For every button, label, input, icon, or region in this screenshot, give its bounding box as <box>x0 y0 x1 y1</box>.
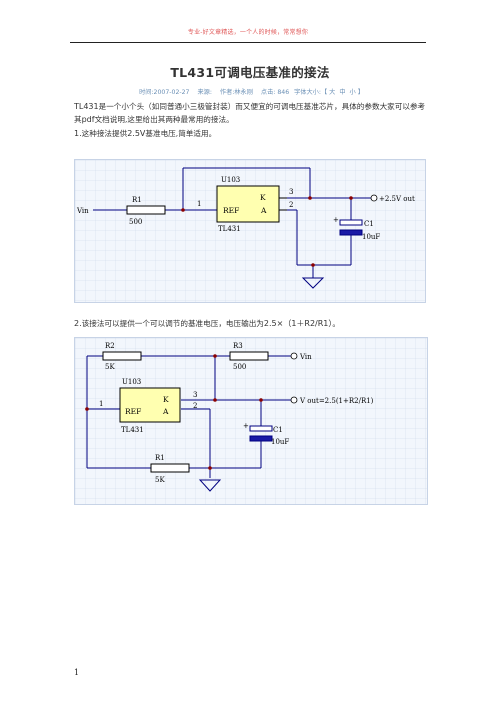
pin-a-label: A <box>162 407 169 416</box>
vin-label: Vin <box>299 353 312 361</box>
section-text: 。 <box>332 319 340 328</box>
pin-k-label: K <box>163 395 169 404</box>
page-number: 1 <box>74 668 80 677</box>
pin-2-label: 2 <box>289 201 293 209</box>
intro-part: 文档说明,这里给出其两种最常用的接法。 <box>94 115 234 124</box>
resistor-r2 <box>102 351 142 361</box>
output-terminal <box>370 194 378 202</box>
vin-terminal <box>290 352 298 360</box>
section-formula: 2.5×（1＋R2/R1） <box>263 319 333 328</box>
pin-2-label: 2 <box>193 402 197 410</box>
cap-name: C1 <box>273 426 283 434</box>
article: TL431可调电压基准的接法 时间:2007-02-27 来源: 作者:林永刚 … <box>74 62 426 140</box>
ground-icon <box>301 277 325 289</box>
vin-label: Vin <box>76 207 89 215</box>
pin-ref-label: REF <box>125 407 141 416</box>
section-text: 基准电压,简单适用。 <box>145 129 217 138</box>
r2-name: R2 <box>105 342 115 350</box>
output-label: +2.5V out <box>379 195 415 203</box>
cap-value: 10uF <box>362 233 380 241</box>
resistor-r3 <box>229 351 269 361</box>
article-meta: 时间:2007-02-27 来源: 作者:林永刚 点击: 846 字体大小:【大… <box>74 87 426 96</box>
meta-font-size-label: 字体大小:【 <box>294 89 328 96</box>
pin-1-label: 1 <box>197 200 201 208</box>
pin-1-label: 1 <box>99 400 103 408</box>
pin-ref-label: REF <box>223 206 239 215</box>
pin-a-label: A <box>260 206 267 215</box>
cap-plus: + <box>333 216 339 224</box>
section-1-heading: 1.这种接法提供2.5V基准电压,简单适用。 <box>74 128 426 140</box>
intro-part: 是一个小个头（如同普通小三极管封装）而又便宜的可调电压基准芯片，具体的参数大家可… <box>74 102 426 124</box>
ic-tl431 <box>119 387 181 423</box>
r1-value: 500 <box>129 218 142 226</box>
cap-value: 10uF <box>271 438 289 446</box>
r1-name: R1 <box>132 196 142 204</box>
font-size-mid-link[interactable]: 中 <box>339 89 346 96</box>
ic-tl431 <box>216 185 280 223</box>
circuit-diagram-1: Vin R1 500 1 U103 K REF A TL431 3 2 +2.5… <box>74 159 426 303</box>
pin-3-label: 3 <box>289 188 293 196</box>
pin-3-label: 3 <box>193 391 197 399</box>
ic-name: U103 <box>221 176 240 184</box>
capacitor-c1 <box>249 425 273 432</box>
article-title: TL431可调电压基准的接法 <box>170 65 330 80</box>
cap-name: C1 <box>364 220 374 228</box>
r2-value: 5K <box>105 363 115 371</box>
section-number: 2. <box>74 319 82 328</box>
meta-time: 时间:2007-02-27 <box>139 89 190 96</box>
ic-model: TL431 <box>218 225 241 233</box>
section-text: 这种接法提供 <box>81 129 128 138</box>
r1-name: R1 <box>155 454 165 462</box>
intro-paragraph: TL431是一个小个头（如同普通小三极管封装）而又便宜的可调电压基准芯片，具体的… <box>74 100 426 126</box>
cap-plus: + <box>243 422 249 430</box>
r3-value: 500 <box>233 363 246 371</box>
section-number: 1. <box>74 129 82 138</box>
section-2-heading: 2.该接法可以提供一个可以调节的基准电压，电压输出为2.5×（1＋R2/R1）。 <box>74 318 426 330</box>
font-size-small-link[interactable]: 小 <box>349 89 356 96</box>
meta-source: 来源: <box>197 89 212 96</box>
resistor-r1 <box>150 463 190 473</box>
header-rule <box>70 42 426 43</box>
meta-hits: 点击: 846 <box>260 89 290 96</box>
section-text: 该接法可以提供一个可以调节的基准电压，电压输出为 <box>81 319 264 328</box>
header-note: 专业-好文章精选，一个人的时候，常常想你 <box>187 29 309 36</box>
intro-part: TL431 <box>74 102 99 111</box>
r3-name: R3 <box>233 342 243 350</box>
meta-author: 作者:林永刚 <box>219 89 253 96</box>
meta-font-size-close: 】 <box>357 89 364 96</box>
resistor-r1 <box>126 205 166 215</box>
font-size-big-link[interactable]: 大 <box>329 89 336 96</box>
output-label: V out=2.5(1+R2/R1) <box>299 397 374 405</box>
section-value: 2.5V <box>127 129 146 138</box>
pin-k-label: K <box>260 193 266 202</box>
capacitor-c1 <box>339 219 363 226</box>
intro-part: pdf <box>81 115 95 124</box>
ground-icon <box>198 479 222 492</box>
output-terminal <box>290 396 298 404</box>
r1-value: 5K <box>155 476 165 484</box>
ic-name: U103 <box>122 378 141 386</box>
ic-model: TL431 <box>121 426 144 434</box>
circuit-diagram-2: R2 5K R3 500 Vin U103 K REF A TL431 1 3 … <box>74 337 428 505</box>
